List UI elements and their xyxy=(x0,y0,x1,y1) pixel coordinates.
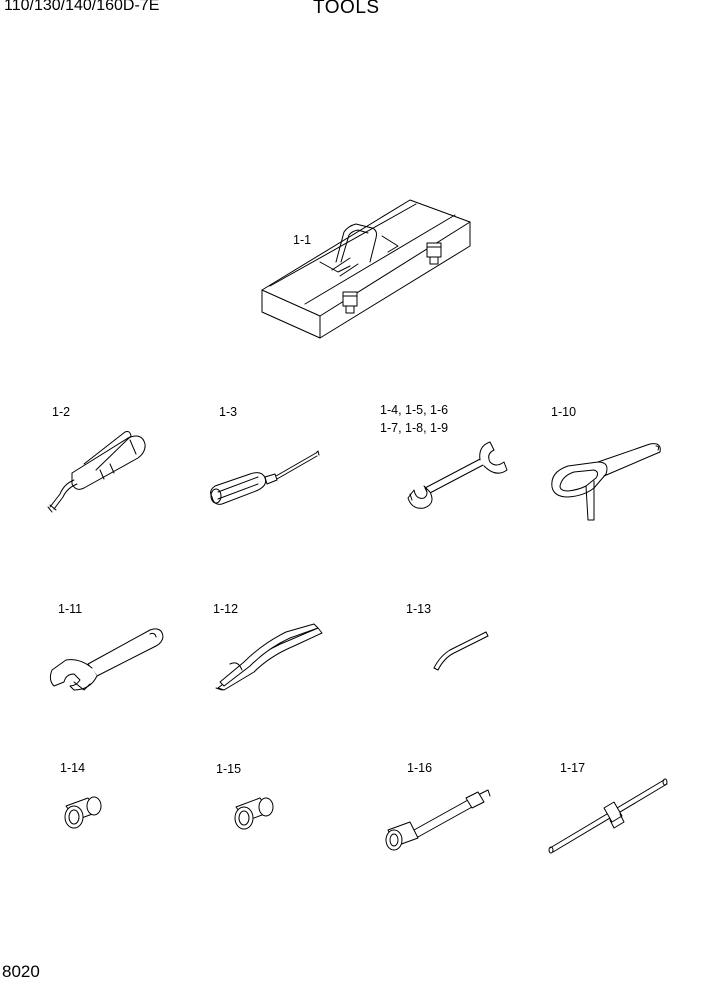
pliers-icon xyxy=(216,624,322,690)
part-label-1-3: 1-3 xyxy=(219,405,238,419)
model-number: 110/130/140/160D-7E xyxy=(4,0,160,14)
socket-icon xyxy=(235,798,273,829)
part-label-1-12: 1-12 xyxy=(213,602,239,616)
part-label-1-7-to-1-9: 1-7, 1-8, 1-9 xyxy=(380,421,449,435)
open-end-wrench-icon xyxy=(408,442,507,508)
t-handle-icon xyxy=(549,779,667,853)
filter-wrench-icon xyxy=(552,444,660,520)
part-label-1-10: 1-10 xyxy=(551,405,577,419)
grease-gun-icon xyxy=(48,432,145,513)
part-label-1-4-to-1-6: 1-4, 1-5, 1-6 xyxy=(380,403,449,417)
page-title: TOOLS xyxy=(313,0,380,18)
part-label-1-17: 1-17 xyxy=(560,761,586,775)
socket-icon xyxy=(65,797,101,828)
part-label-1-13: 1-13 xyxy=(406,602,432,616)
adjustable-wrench-icon xyxy=(50,629,163,690)
part-label-1-1: 1-1 xyxy=(293,233,312,247)
part-label-1-2: 1-2 xyxy=(52,405,71,419)
part-label-1-14: 1-14 xyxy=(60,761,86,775)
bar-icon xyxy=(434,632,488,670)
part-label-1-16: 1-16 xyxy=(407,761,433,775)
screwdriver-icon xyxy=(211,451,319,504)
page-number: 8020 xyxy=(2,962,40,981)
extension-bar-icon xyxy=(386,790,490,850)
part-label-1-15: 1-15 xyxy=(216,762,242,776)
toolbox-icon xyxy=(262,200,470,338)
part-label-1-11: 1-11 xyxy=(58,602,83,616)
